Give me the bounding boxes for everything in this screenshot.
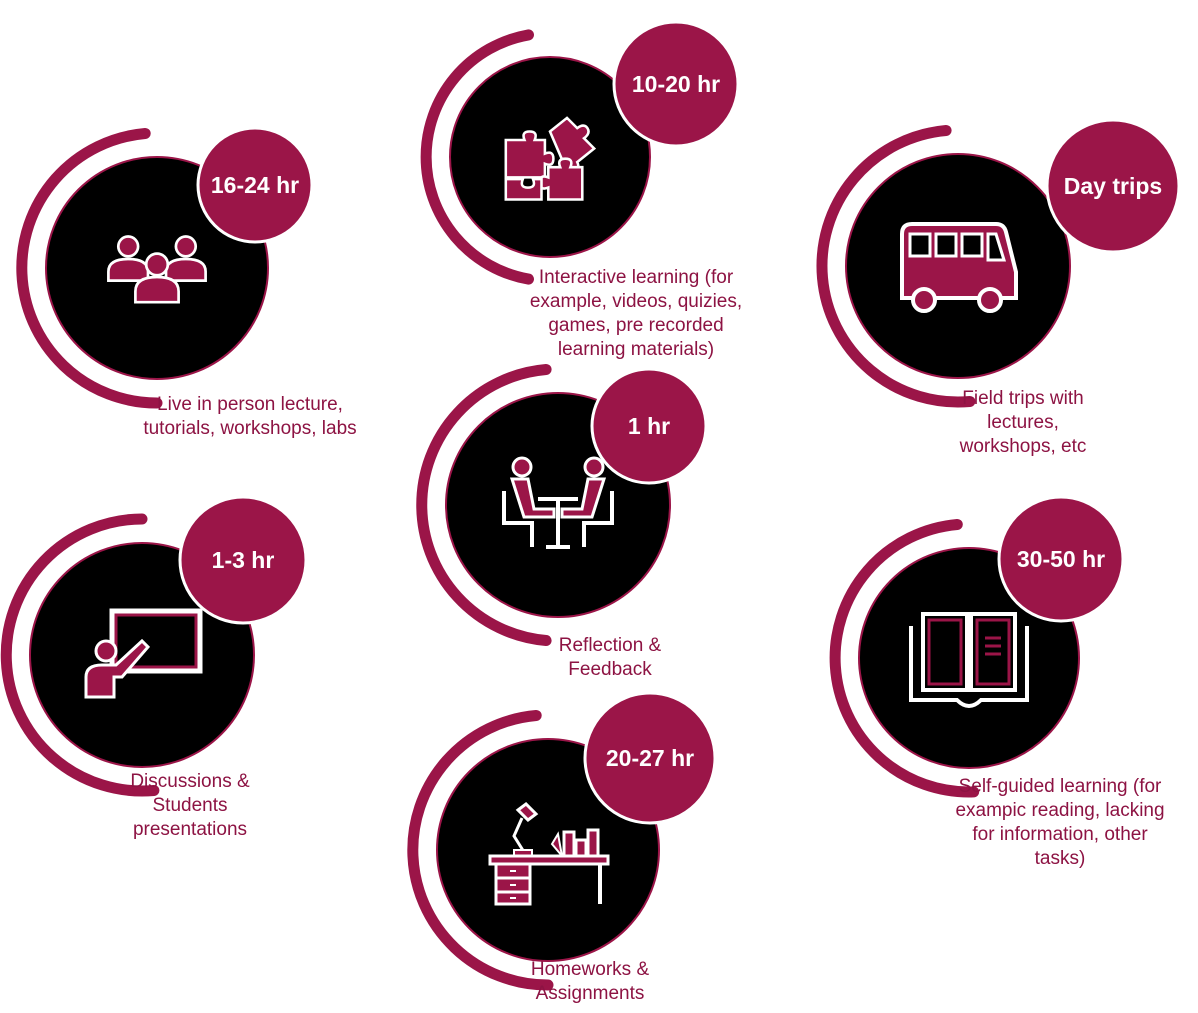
activity-live: 16-24 hr <box>16 126 314 409</box>
hours-label: 16-24 hr <box>211 172 299 198</box>
hours-badge <box>590 367 708 485</box>
arc-decoration <box>420 29 534 285</box>
activity-caption: Live in person lecture, tutorials, works… <box>143 394 357 439</box>
activity-nodes: 16-24 hr 10-20 hr Day trips 1 hr 1-3 hr 30-50… <box>0 20 1181 991</box>
arc-decoration <box>0 513 160 797</box>
hours-badge <box>612 20 740 148</box>
arc-decoration <box>407 710 554 991</box>
hours-label: 1-3 hr <box>212 547 275 573</box>
arc-decoration <box>829 519 980 798</box>
activity-discussion: 1-3 hr <box>0 495 308 797</box>
activity-caption: Self-guided learning (for exampic readin… <box>955 776 1165 869</box>
hours-badge <box>178 495 308 625</box>
hours-badge <box>196 126 314 244</box>
hours-badge <box>583 691 717 825</box>
activity-self: 30-50 hr <box>829 495 1125 798</box>
hours-label: 30-50 hr <box>1017 546 1105 572</box>
hours-label: 1 hr <box>628 413 670 439</box>
activity-caption: Interactive learning (for example, video… <box>529 267 743 360</box>
arc-decoration <box>16 128 163 409</box>
activity-caption: Homeworks & Assignments <box>530 959 650 1004</box>
activity-caption: Discussions & Students presentations <box>130 771 250 840</box>
activity-reflection: 1 hr <box>416 364 708 646</box>
activity-caption: Field trips with lectures, workshops, et… <box>959 388 1087 457</box>
hours-label: Day trips <box>1064 173 1162 199</box>
arc-decoration <box>816 125 976 408</box>
hours-label: 10-20 hr <box>632 71 720 97</box>
hours-label: 20-27 hr <box>606 745 694 771</box>
activity-caption: Reflection & Feedback <box>558 635 662 680</box>
activity-interactive: 10-20 hr <box>420 20 740 285</box>
activity-homework: 20-27 hr <box>407 691 717 991</box>
hours-badge <box>1045 118 1181 254</box>
arc-decoration <box>416 364 552 646</box>
bus-icon <box>900 222 1018 313</box>
activity-field: Day trips <box>816 118 1181 408</box>
hours-badge <box>997 495 1125 623</box>
